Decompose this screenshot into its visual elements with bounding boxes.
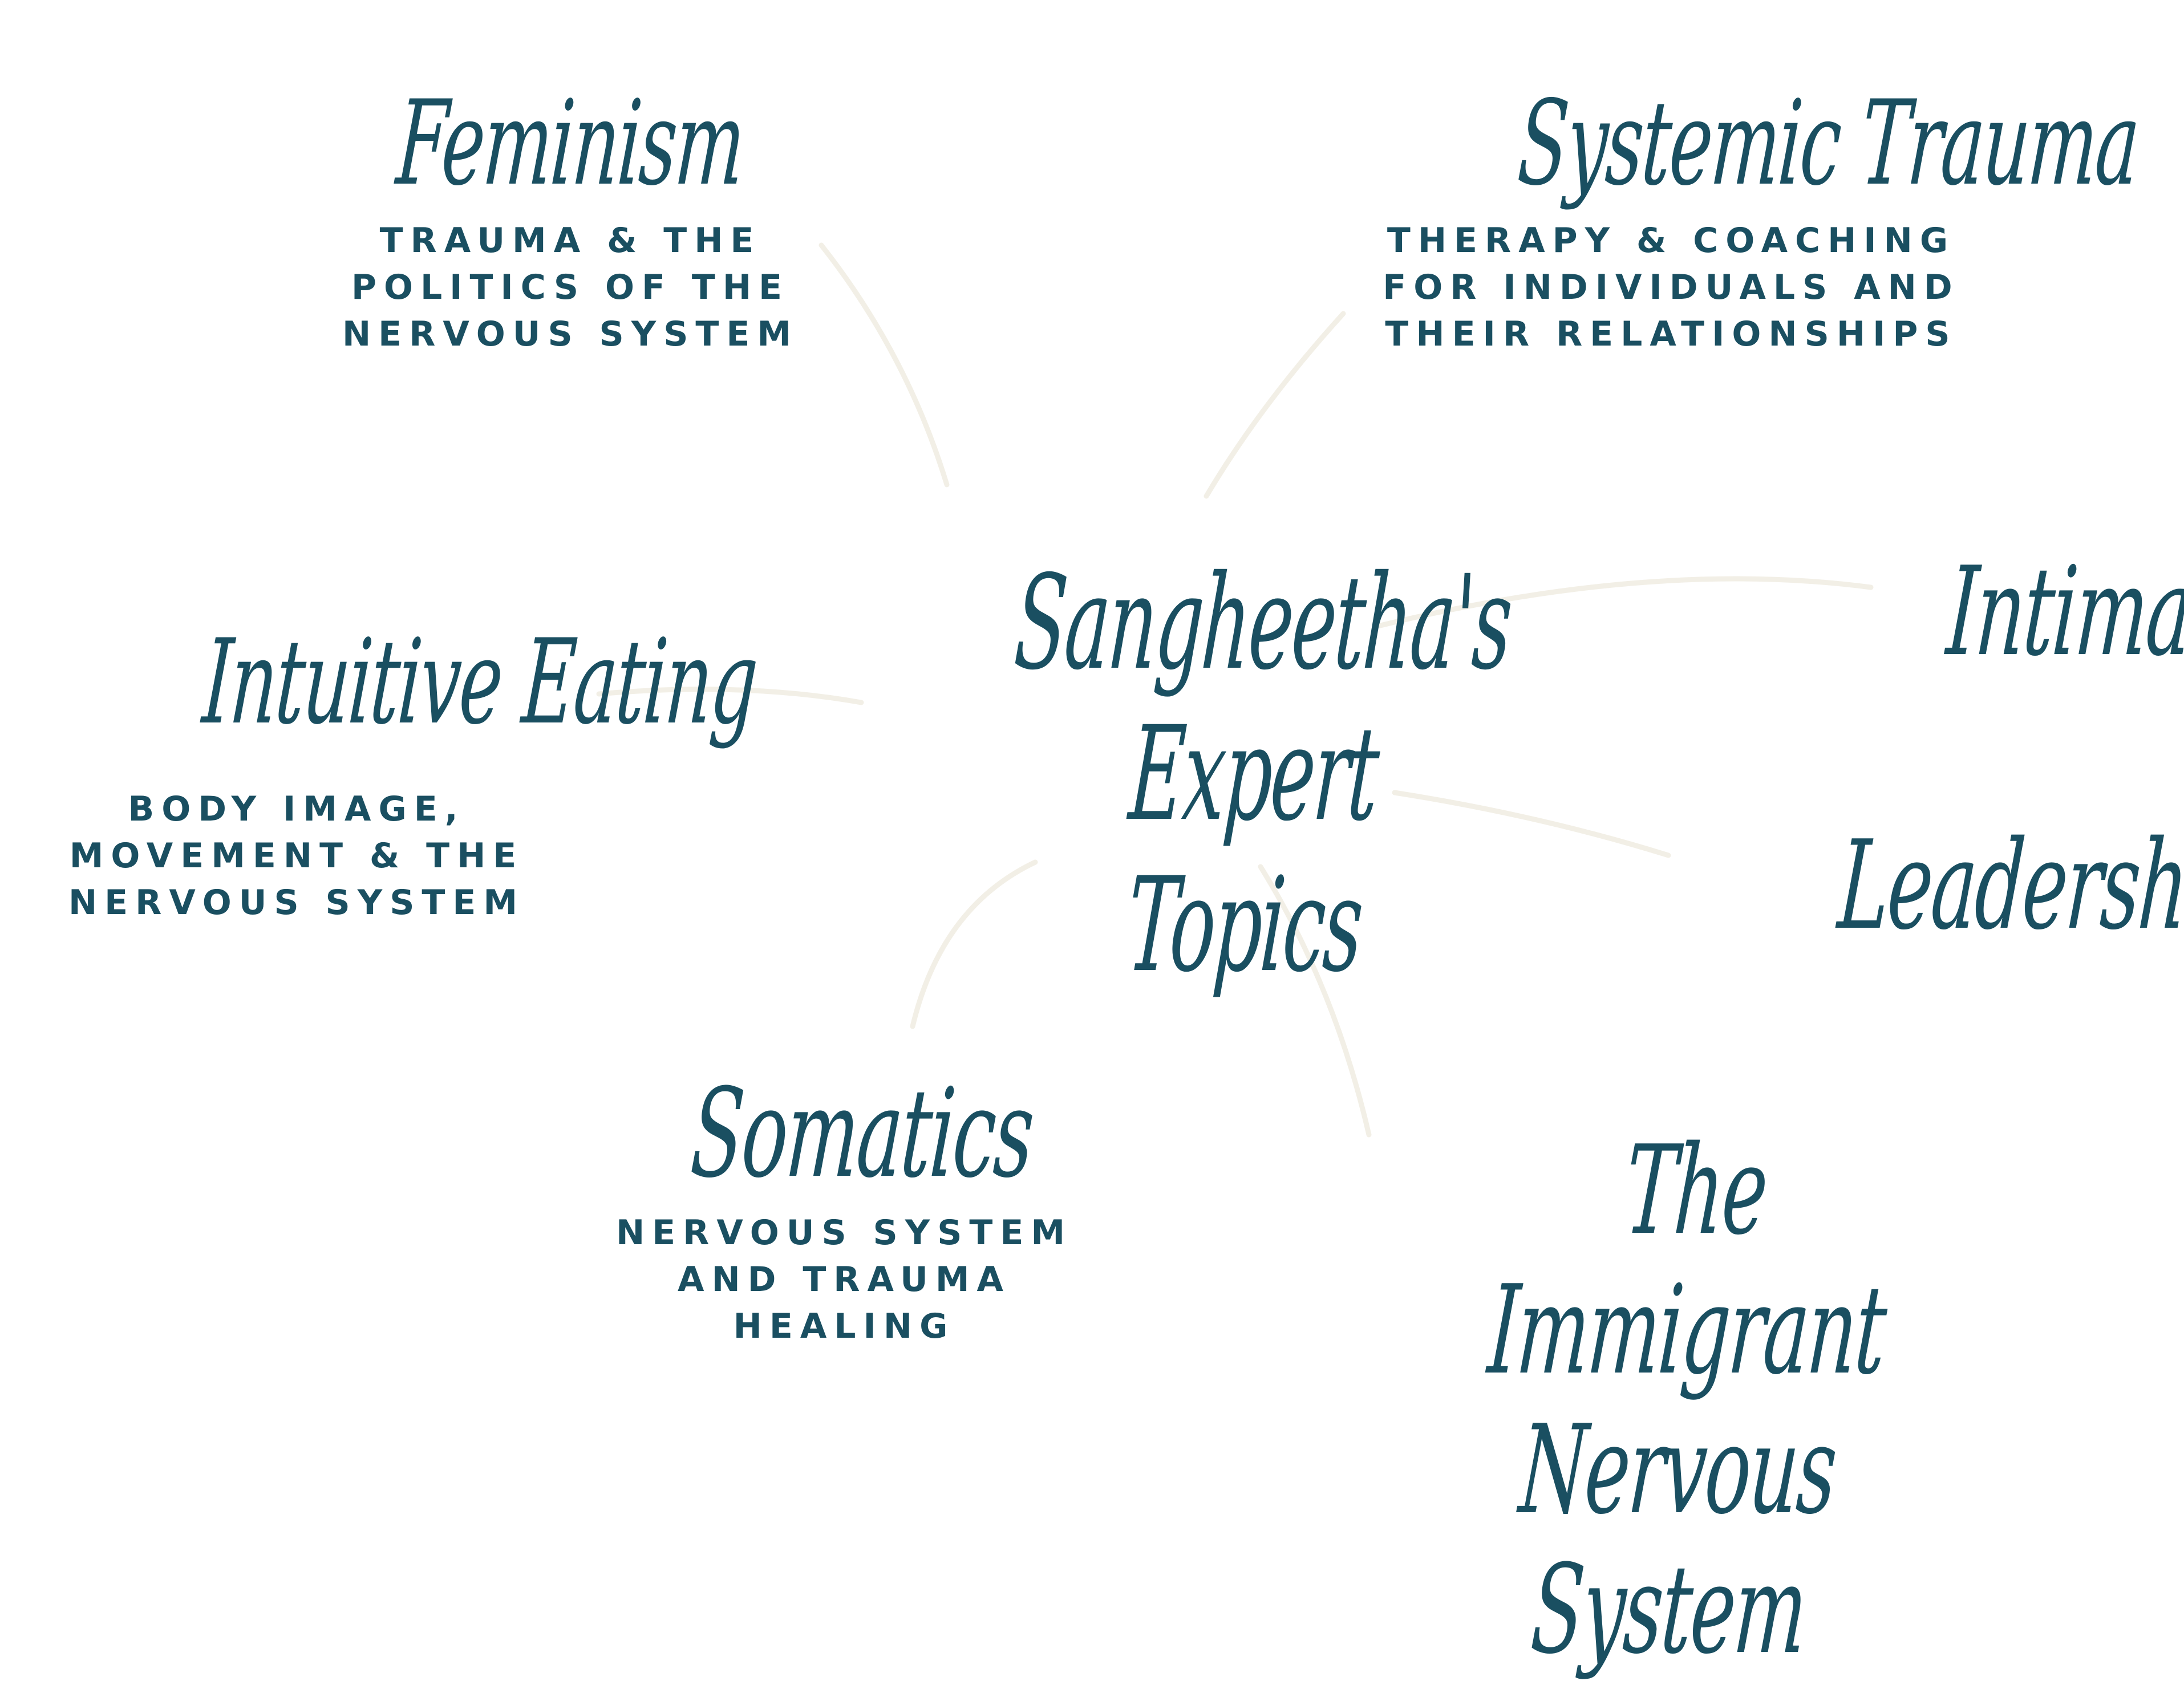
- center-title: Sangheetha's Expert Topics: [1011, 547, 1515, 1001]
- connector-immigrant: [1258, 864, 1372, 1138]
- topic-subtitle: NERVOUS SYSTEM AND TRAUMA HEALING: [615, 1213, 1073, 1346]
- topic-intimacy: Intimacy: [1848, 540, 2184, 683]
- connector-feminism: [819, 242, 950, 488]
- topic-somatics: Somatics NERVOUS SYSTEM AND TRAUMA HEALI…: [587, 1062, 1101, 1350]
- connector-intimacy: [1377, 576, 1874, 628]
- topic-title: Intimacy: [1943, 540, 2184, 683]
- topic-title: Intuitive Eating: [199, 615, 761, 750]
- topic-feminism: Feminism TRAUMA & THE POLITICS OF THE NE…: [268, 76, 873, 358]
- connector-systemic-trauma: [1204, 311, 1346, 499]
- connector-leadership: [1392, 790, 1671, 858]
- topic-map: Sangheetha's Expert Topics Feminism TRAU…: [34, 76, 2184, 1681]
- topic-systemic-trauma: Systemic Trauma THERAPY & COACHING FOR I…: [1329, 76, 2142, 358]
- connector-intuitive-eating: [596, 687, 864, 705]
- topic-title: Somatics: [687, 1062, 1037, 1205]
- topic-subtitle: BODY IMAGE, MOVEMENT & THE NERVOUS SYSTE…: [68, 789, 525, 923]
- topic-leadership: Leadership: [1711, 814, 2184, 957]
- topic-immigrant-nervous-system: The Immigrant Nervous System: [1363, 1119, 1968, 1681]
- connector-lines: [596, 242, 1874, 1138]
- topic-title: The Immigrant Nervous System: [1484, 1119, 1890, 1681]
- connector-somatics: [910, 859, 1038, 1029]
- topic-title: Systemic Trauma: [1514, 76, 2142, 212]
- topic-title: Leadership: [1834, 814, 2184, 957]
- center-heading: Sangheetha's Expert Topics: [827, 547, 1515, 1001]
- topic-intuitive-eating: Intuitive Eating BODY IMAGE, MOVEMENT & …: [34, 615, 760, 926]
- topic-subtitle: TRAUMA & THE POLITICS OF THE NERVOUS SYS…: [342, 221, 799, 354]
- topic-title: Feminism: [393, 76, 748, 212]
- topic-subtitle: THERAPY & COACHING FOR INDIVIDUALS AND T…: [1383, 221, 1960, 354]
